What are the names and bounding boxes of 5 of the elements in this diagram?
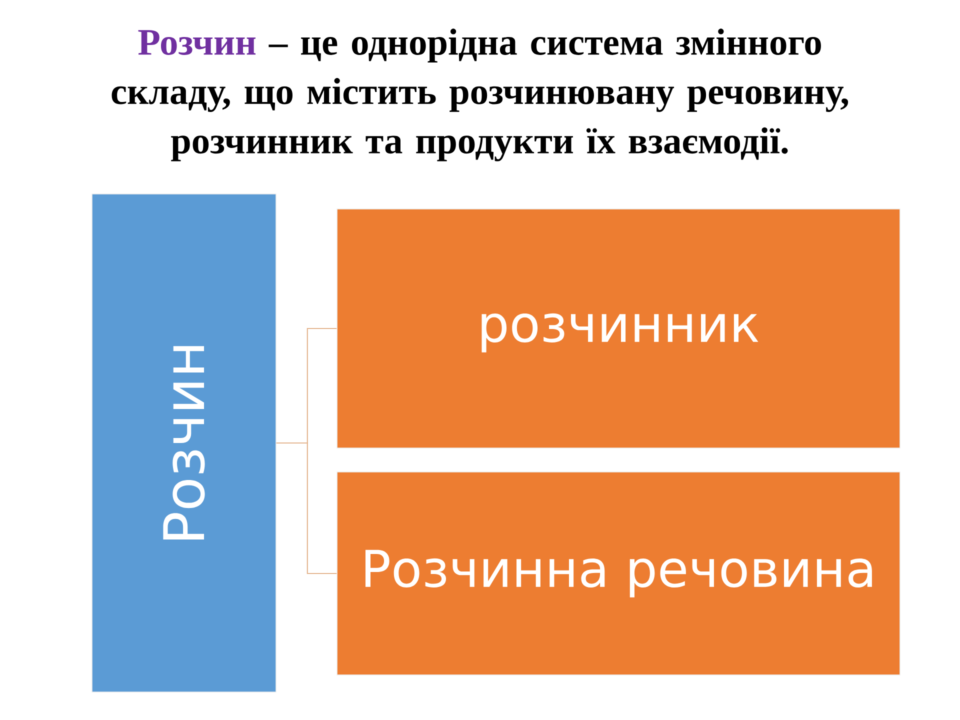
category-box: Розчин [92,194,276,692]
item-box: розчинник [336,208,900,448]
connector-line [276,442,337,574]
item-box: Розчинна речовина [336,472,900,676]
title: Розчин – це однорідна система змінного складу, що містить розчинювану речовину, розчинник та продукти їх взаємодії. [112,28,848,162]
